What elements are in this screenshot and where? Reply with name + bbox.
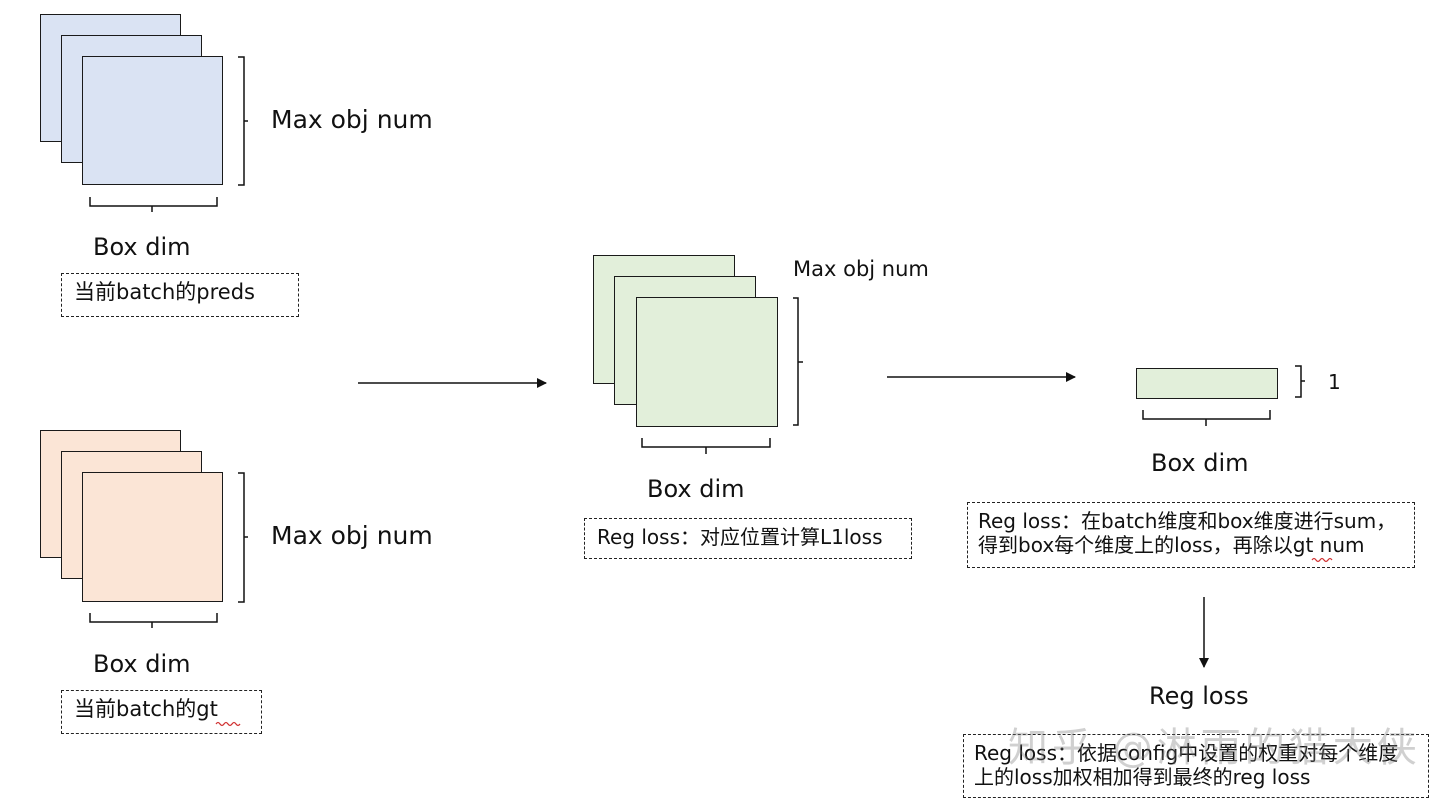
summed-bottom-brace — [1142, 410, 1271, 426]
gt-bottom-brace — [89, 613, 218, 628]
diff-right-brace — [793, 297, 803, 426]
watermark: 知乎 @淋雨的猫大侠 — [1008, 725, 1421, 771]
summed-bar — [1136, 368, 1278, 399]
diff-bottom-brace — [641, 438, 771, 454]
gt-right-brace — [238, 472, 248, 603]
preds-sheet-front — [82, 56, 223, 185]
diff-sheet-front — [636, 297, 778, 427]
final-caption: Reg loss：依据config中设置的权重对每个维度上的loss加权相加得到… — [963, 734, 1429, 798]
gt-sheet-front — [82, 472, 223, 602]
diff-max-obj-label: Max obj num — [793, 257, 929, 281]
summed-box-dim-label: Box dim — [1151, 449, 1249, 477]
gt-max-obj-label: Max obj num — [271, 521, 433, 550]
summed-caption: Reg loss：在batch维度和box维度进行sum，得到box每个维度上的… — [967, 502, 1415, 568]
summed-one-label: 1 — [1328, 370, 1341, 394]
preds-caption: 当前batch的preds — [61, 273, 299, 317]
gt-box-dim-label: Box dim — [93, 650, 191, 678]
gt-caption: 当前batch的gt — [61, 690, 262, 734]
preds-box-dim-label: Box dim — [93, 233, 191, 261]
diff-box-dim-label: Box dim — [647, 475, 745, 503]
preds-bottom-brace — [89, 197, 218, 212]
preds-max-obj-label: Max obj num — [271, 105, 433, 134]
diff-caption: Reg loss：对应位置计算L1loss — [584, 518, 912, 559]
final-reg-loss-label: Reg loss — [1149, 682, 1249, 710]
preds-right-brace — [238, 56, 248, 186]
summed-right-brace — [1295, 365, 1305, 398]
